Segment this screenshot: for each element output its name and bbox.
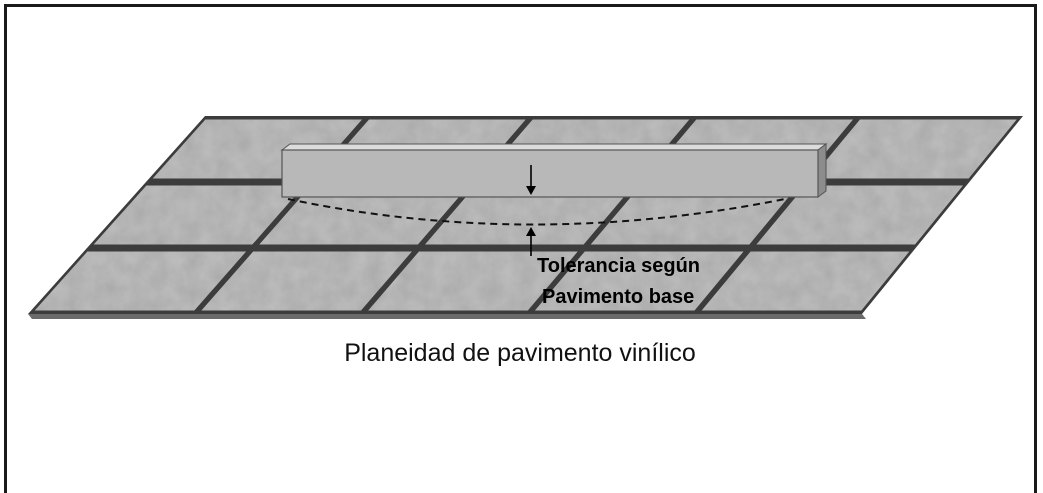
floor-tiles	[34, 119, 1017, 311]
floor-tile	[811, 119, 1017, 179]
floor-tile	[425, 185, 634, 245]
floor-edge	[28, 314, 866, 319]
floor-tile	[590, 185, 799, 245]
floor-tile	[93, 185, 305, 245]
arrow-up-icon	[526, 227, 536, 256]
deflection-curve	[287, 198, 786, 226]
floor-tile	[201, 251, 412, 311]
floor-tile	[534, 251, 744, 311]
floor-tile	[701, 251, 910, 311]
floor-tile	[756, 185, 963, 245]
floor-tile	[34, 251, 247, 311]
tolerance-label-line1: Tolerancia según	[537, 255, 700, 277]
straightedge	[280, 143, 828, 198]
diagram-caption: Planeidad de pavimento vinílico	[344, 339, 696, 367]
floor-tile	[368, 251, 578, 311]
floor-tile	[259, 185, 469, 245]
arrow-down-icon	[526, 165, 536, 195]
tolerance-label-line2: Pavimento base	[542, 286, 694, 308]
